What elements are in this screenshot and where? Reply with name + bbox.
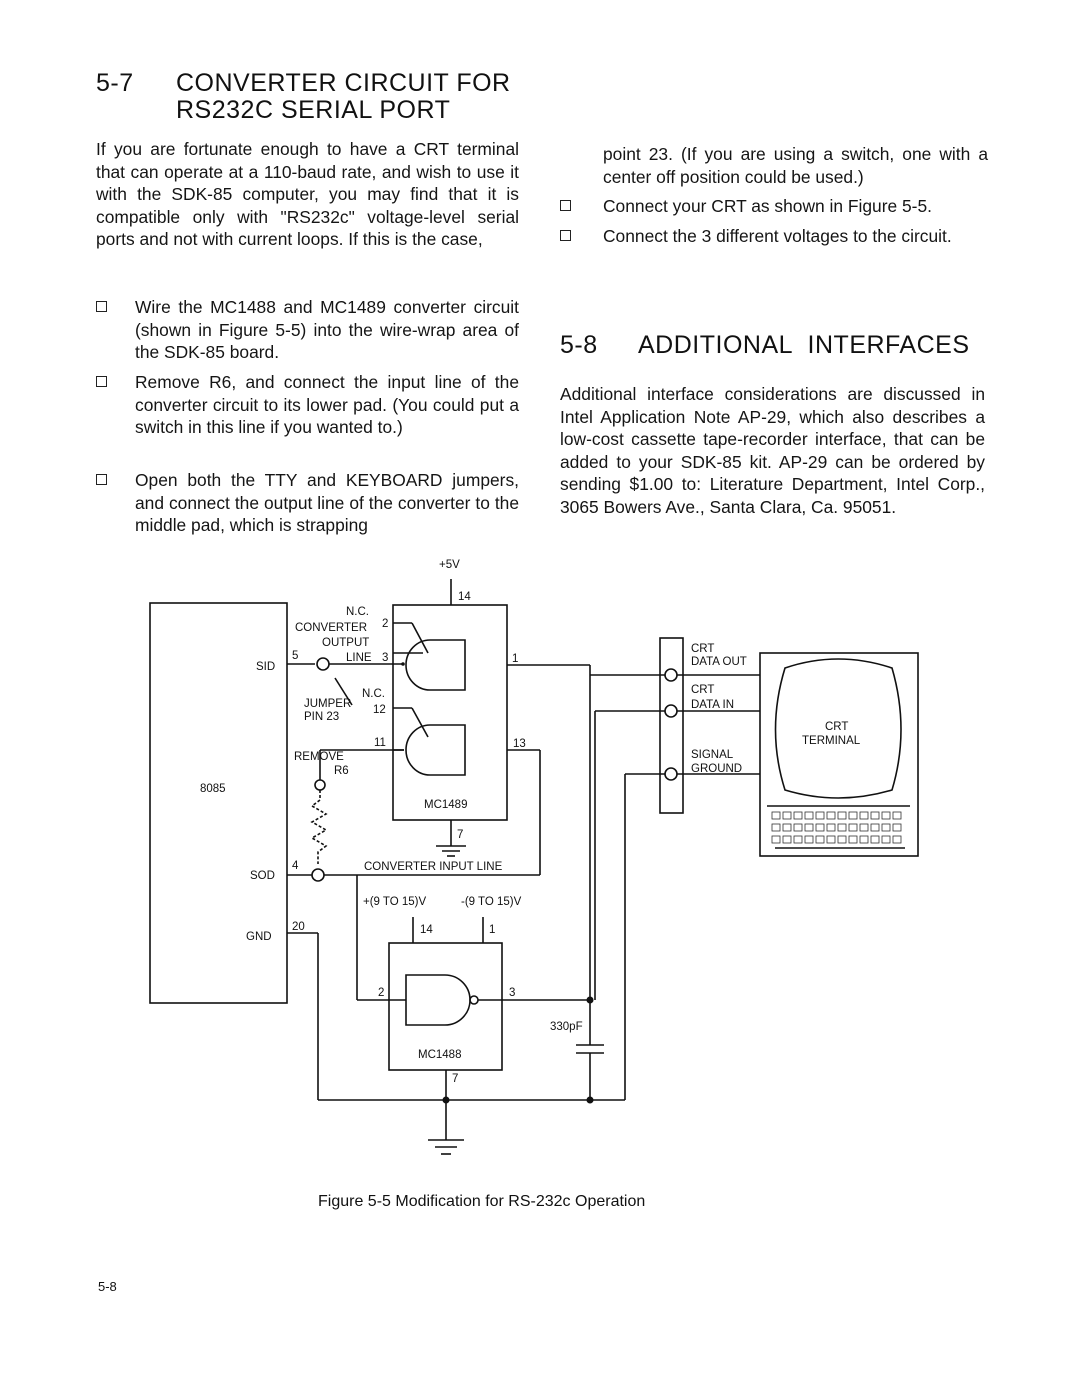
checkbox-icon [96, 301, 107, 312]
section-5-8-heading: 5-8 ADDITIONAL INTERFACES [560, 332, 988, 362]
step-continuation-text: point 23. (If you are using a switch, on… [603, 144, 988, 187]
label-pin: 14 [420, 924, 433, 936]
label-gnd: GND [246, 931, 272, 943]
label-converter: CONVERTER [295, 622, 367, 634]
resistor-r6 [310, 790, 328, 864]
section-number: 5-7 [96, 69, 134, 97]
section-title-line1: CONVERTER CIRCUIT FOR [176, 69, 511, 97]
label-cpu: 8085 [200, 783, 226, 795]
label-pin: 3 [509, 987, 515, 999]
junction-dots [442, 996, 594, 1104]
label-crt: CRT [691, 684, 714, 696]
section-5-7-heading: 5-7 CONVERTER CIRCUIT FOR RS232C SERIAL … [96, 70, 536, 130]
label-terminal: TERMINAL [802, 735, 861, 747]
mc1489-box [392, 604, 508, 821]
step-text: Remove R6, and connect the input line of… [135, 372, 519, 438]
label-pin: 4 [292, 860, 299, 872]
step-text: Open both the TTY and KEYBOARD jumpers, … [135, 470, 519, 536]
label-pin: 20 [292, 921, 305, 933]
label-pin: 13 [513, 738, 526, 750]
step-text: Connect your CRT as shown in Figure 5-5. [603, 196, 932, 216]
label-crt: CRT [825, 721, 848, 733]
label-nc: N.C. [362, 688, 385, 700]
step-item: Connect the 3 different voltages to the … [560, 225, 988, 273]
gate-shape [405, 974, 471, 1026]
label-pin: 5 [292, 650, 298, 662]
label-cap: 330pF [550, 1021, 583, 1033]
intro-paragraph: If you are fortunate enough to have a CR… [96, 139, 519, 250]
gate-shape [405, 724, 466, 776]
label-mc1489: MC1489 [424, 799, 467, 811]
figure-caption: Figure 5-5 Modification for RS-232c Oper… [318, 1193, 646, 1210]
label-pin: 7 [457, 829, 463, 841]
step-text: Wire the MC1488 and MC1489 converter cir… [135, 297, 519, 363]
label-r6: R6 [334, 765, 349, 777]
label-line: LINE [346, 652, 372, 664]
label-ground: GROUND [691, 763, 742, 775]
label-data-in: DATA IN [691, 699, 734, 711]
label-pin: 2 [378, 987, 384, 999]
step-item: Remove R6, and connect the input line of… [96, 371, 519, 466]
label-sod: SOD [250, 870, 275, 882]
label-plus5v: +5V [439, 559, 460, 571]
label-nc: N.C. [346, 606, 369, 618]
cpu-8085-box [149, 602, 288, 1004]
label-pin: 12 [373, 704, 386, 716]
label-signal: SIGNAL [691, 749, 734, 761]
checkbox-icon [96, 474, 107, 485]
section-number: 5-8 [560, 331, 598, 359]
label-sid: SID [256, 661, 275, 673]
step-item: Connect your CRT as shown in Figure 5-5. [560, 195, 988, 221]
section-5-8-body: Additional interface considerations are … [560, 384, 985, 517]
label-mc1488: MC1488 [418, 1049, 461, 1061]
label-pin: 2 [382, 618, 388, 630]
label-jumper: JUMPER [304, 698, 351, 710]
label-vneg: -(9 TO 15)V [461, 896, 522, 908]
checkbox-icon [560, 200, 571, 211]
label-data-out: DATA OUT [691, 656, 747, 668]
keyboard-keys [771, 811, 902, 844]
label-output: OUTPUT [322, 637, 369, 649]
section-title: ADDITIONAL INTERFACES [638, 331, 970, 359]
connector-block [659, 637, 684, 814]
label-vpos: +(9 TO 15)V [363, 896, 427, 908]
gate-shape [405, 639, 466, 691]
label-converter-input-line: CONVERTER INPUT LINE [364, 861, 503, 873]
checkbox-icon [560, 230, 571, 241]
crt-terminal-box [759, 652, 919, 857]
step-text: Connect the 3 different voltages to the … [603, 226, 952, 246]
step-continuation: point 23. (If you are using a switch, on… [560, 143, 988, 189]
section-title-line2: RS232C SERIAL PORT [176, 96, 451, 124]
step-item: Open both the TTY and KEYBOARD jumpers, … [96, 469, 519, 541]
label-pin: 14 [458, 591, 471, 603]
page-number: 5-8 [98, 1279, 117, 1294]
crt-screen [774, 658, 902, 799]
step-item: Wire the MC1488 and MC1489 converter cir… [96, 296, 519, 366]
label-pin: 7 [452, 1073, 458, 1085]
label-remove: REMOVE [294, 751, 344, 763]
label-pin: 3 [382, 652, 388, 664]
label-pin: 1 [512, 653, 518, 665]
checkbox-icon [96, 376, 107, 387]
label-pin23: PIN 23 [304, 711, 339, 723]
label-crt: CRT [691, 643, 714, 655]
label-pin: 1 [489, 924, 495, 936]
label-pin: 11 [374, 737, 386, 749]
